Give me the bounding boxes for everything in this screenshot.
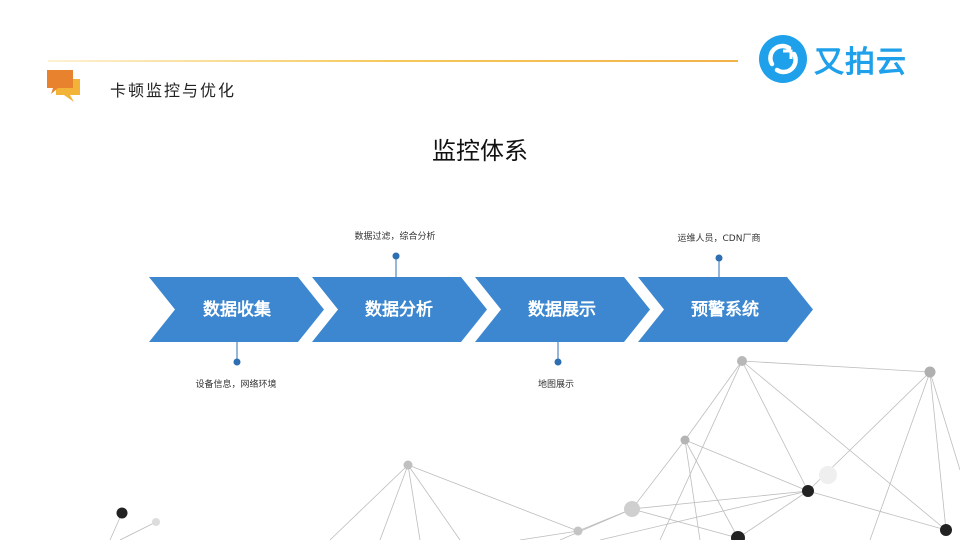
brand-logo-icon — [759, 35, 807, 83]
brand-logo: 又拍云 — [758, 34, 907, 84]
step-label-1: 数据收集 — [203, 300, 271, 320]
step-note-3: 地图展示 — [537, 380, 574, 390]
section-title: 卡顿监控与优化 — [110, 81, 237, 100]
step-note-4: 运维人员，CDN厂商 — [677, 234, 761, 244]
chevron-step-4 — [638, 277, 813, 342]
step-label-3: 数据展示 — [528, 300, 596, 320]
chevron-step-1 — [149, 277, 324, 342]
chevron-step-3 — [475, 277, 650, 342]
step-label-2: 数据分析 — [365, 300, 433, 320]
step-note-1: 设备信息，网络环境 — [195, 380, 277, 390]
header-accent-line — [48, 60, 738, 62]
connector-dot-step-2 — [392, 252, 400, 260]
brand-name: 又拍云 — [814, 45, 907, 80]
chevron-step-2 — [312, 277, 487, 342]
step-label-4: 预警系统 — [691, 300, 759, 320]
connector-dot-step-3 — [554, 358, 562, 366]
connector-dot-step-1 — [233, 358, 241, 366]
connector-dot-step-4 — [715, 254, 723, 262]
chat-bubble-icon — [47, 70, 80, 102]
slide-title: 监控体系 — [432, 137, 528, 165]
step-note-2: 数据过滤，综合分析 — [354, 232, 436, 242]
